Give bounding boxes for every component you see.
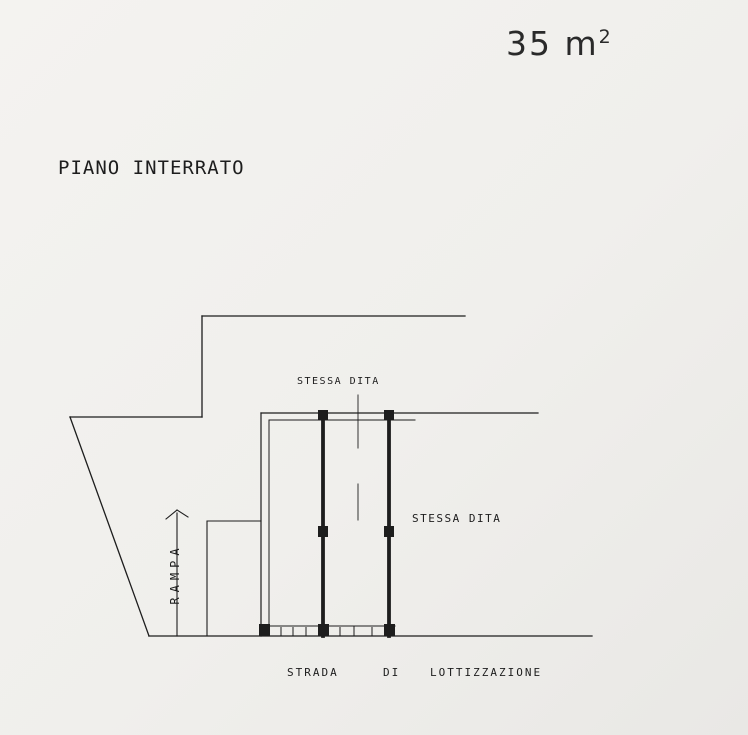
floor-title: PIANO INTERRATO — [58, 157, 245, 179]
pillar — [384, 410, 394, 420]
pillar — [259, 624, 270, 636]
area-exponent: 2 — [598, 26, 613, 48]
road-label-word-1: STRADA — [287, 666, 339, 679]
pillar — [384, 624, 395, 636]
boundary-line — [69, 416, 150, 637]
pillar — [318, 624, 329, 636]
area-label: 35 m2 — [506, 24, 613, 63]
road-label-word-2: DI — [383, 666, 401, 679]
road-label-word-3: LOTTIZZAZIONE — [430, 666, 543, 679]
ramp-outline — [206, 520, 262, 637]
area-value: 35 m — [506, 24, 599, 63]
ramp-label: RAMPA — [168, 543, 182, 605]
ramp-arrow — [176, 509, 189, 518]
neighbor-label-top: STESSA DITA — [297, 376, 380, 387]
pillar — [384, 526, 394, 537]
pillar — [318, 526, 328, 537]
pillar — [318, 410, 328, 420]
ramp-arrow — [165, 509, 178, 520]
neighbor-label-right: STESSA DITA — [412, 512, 502, 525]
